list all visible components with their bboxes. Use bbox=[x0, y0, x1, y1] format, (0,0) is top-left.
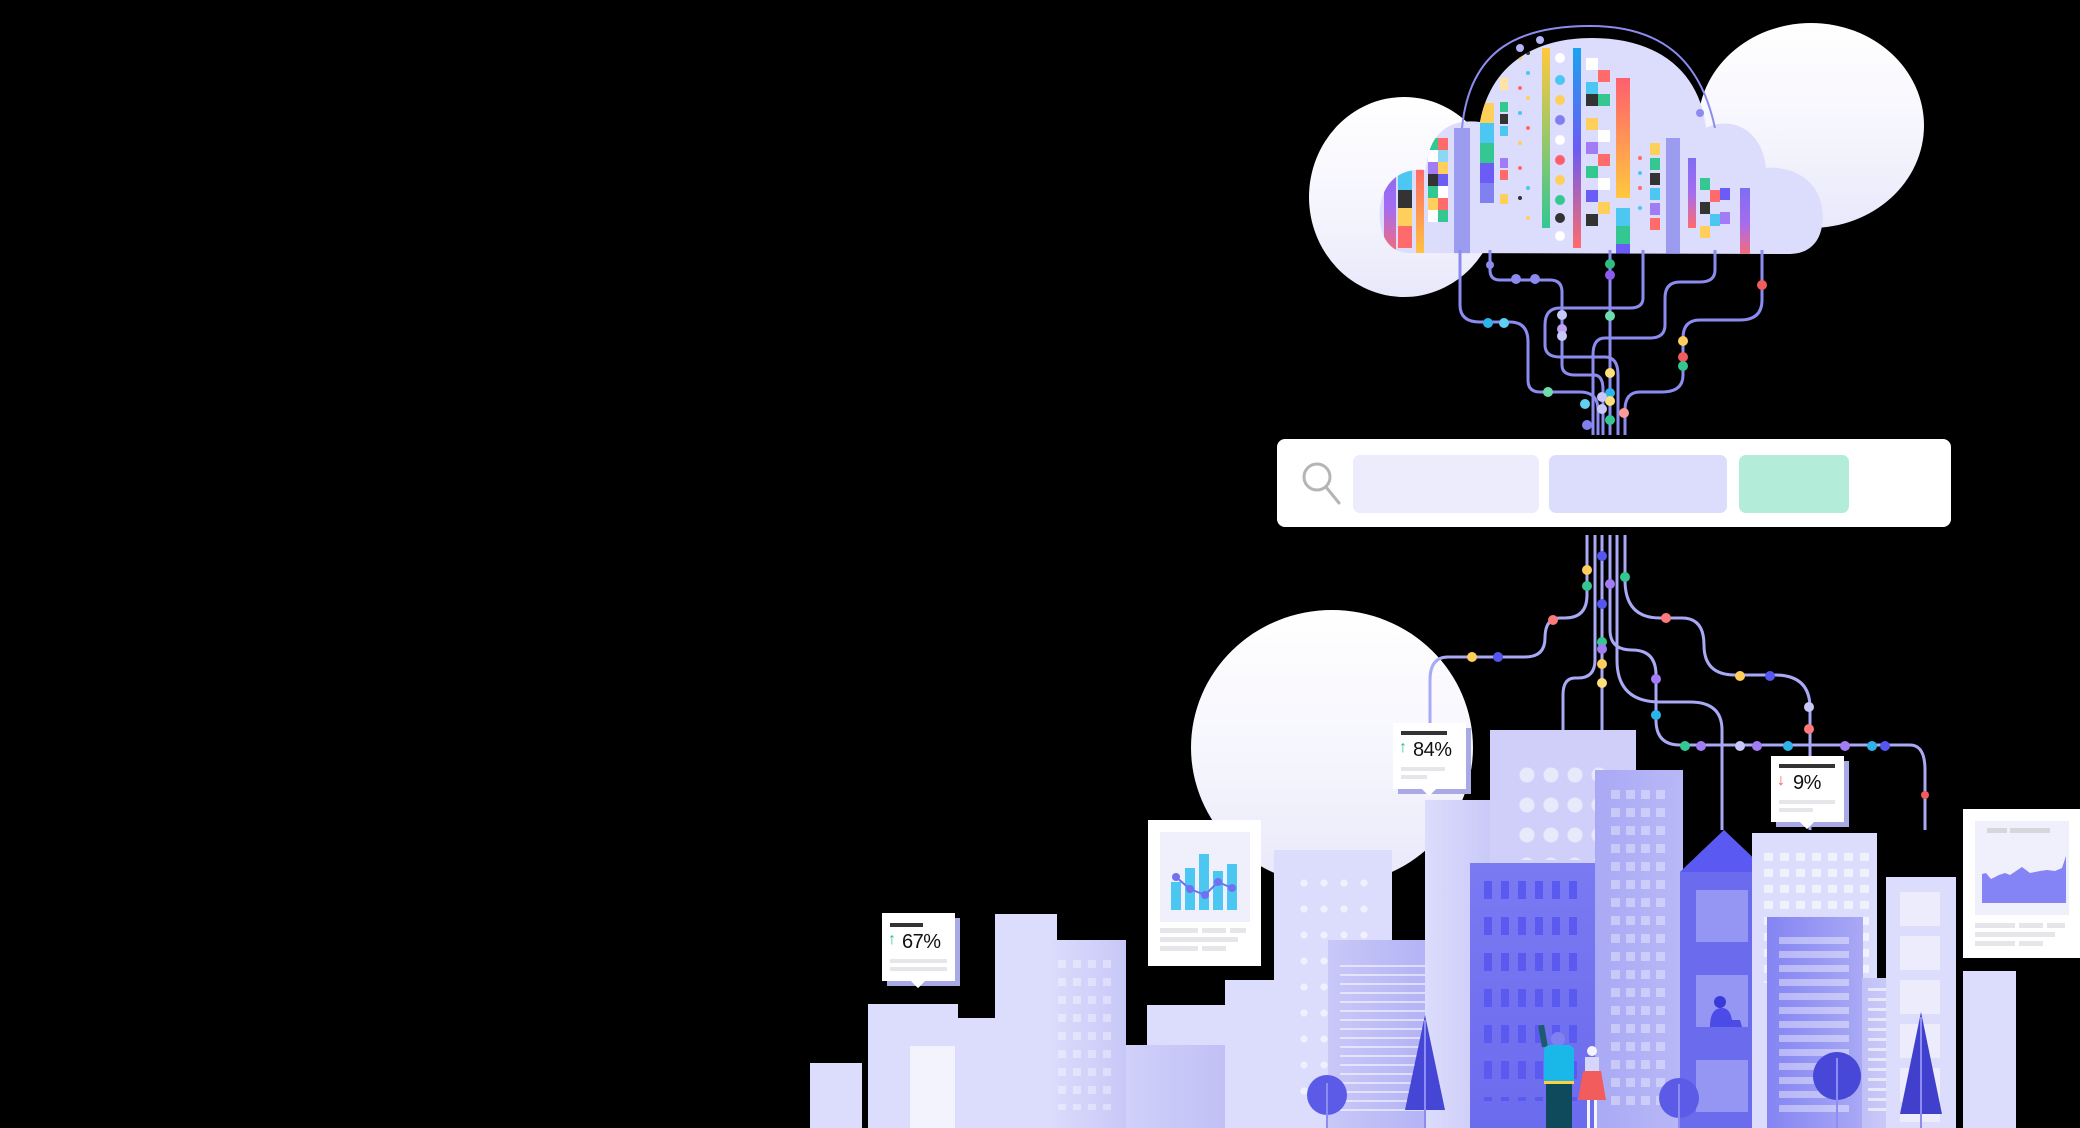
building bbox=[955, 1018, 1000, 1128]
stat-card: ↑ 84% bbox=[1393, 723, 1466, 797]
building bbox=[910, 1046, 955, 1128]
building bbox=[1048, 940, 1126, 1128]
data-wires-top bbox=[1458, 250, 1767, 435]
building bbox=[1147, 1005, 1227, 1045]
search-icon[interactable] bbox=[1299, 459, 1347, 507]
stat-value: 9% bbox=[1793, 772, 1821, 794]
building bbox=[810, 1063, 862, 1128]
people-illustration bbox=[1538, 1025, 1606, 1128]
trend-up-icon: ↑ bbox=[888, 931, 896, 948]
search-bar bbox=[1277, 439, 1951, 527]
tree-icon bbox=[1813, 1052, 1861, 1128]
trend-down-icon: ↓ bbox=[1777, 772, 1785, 789]
tree-icon bbox=[1405, 1015, 1445, 1128]
report-document bbox=[1963, 809, 2080, 958]
stat-value: 84% bbox=[1413, 739, 1452, 761]
building bbox=[1126, 1045, 1226, 1128]
stat-card: ↑ 67% bbox=[882, 913, 955, 989]
area-chart-icon bbox=[1982, 856, 2066, 903]
search-query-field[interactable] bbox=[1353, 455, 1539, 513]
tree-icon bbox=[1659, 1078, 1699, 1128]
tree-icon bbox=[1900, 1012, 1942, 1128]
building bbox=[1963, 971, 2016, 1128]
search-button[interactable] bbox=[1739, 455, 1849, 513]
report-document bbox=[1148, 820, 1261, 966]
trend-up-icon: ↑ bbox=[1399, 739, 1407, 756]
tree-icon bbox=[1307, 1075, 1347, 1128]
building bbox=[995, 914, 1057, 1128]
building bbox=[1595, 770, 1683, 1128]
data-wires-bottom bbox=[1428, 535, 1929, 830]
building-peaked bbox=[1680, 830, 1768, 1128]
bar-chart-icon bbox=[1171, 854, 1237, 910]
stat-card: ↓ 9% bbox=[1771, 756, 1844, 830]
search-filter-field[interactable] bbox=[1549, 455, 1727, 513]
stat-value: 67% bbox=[902, 931, 941, 953]
data-cloud-icon bbox=[1379, 24, 1823, 254]
